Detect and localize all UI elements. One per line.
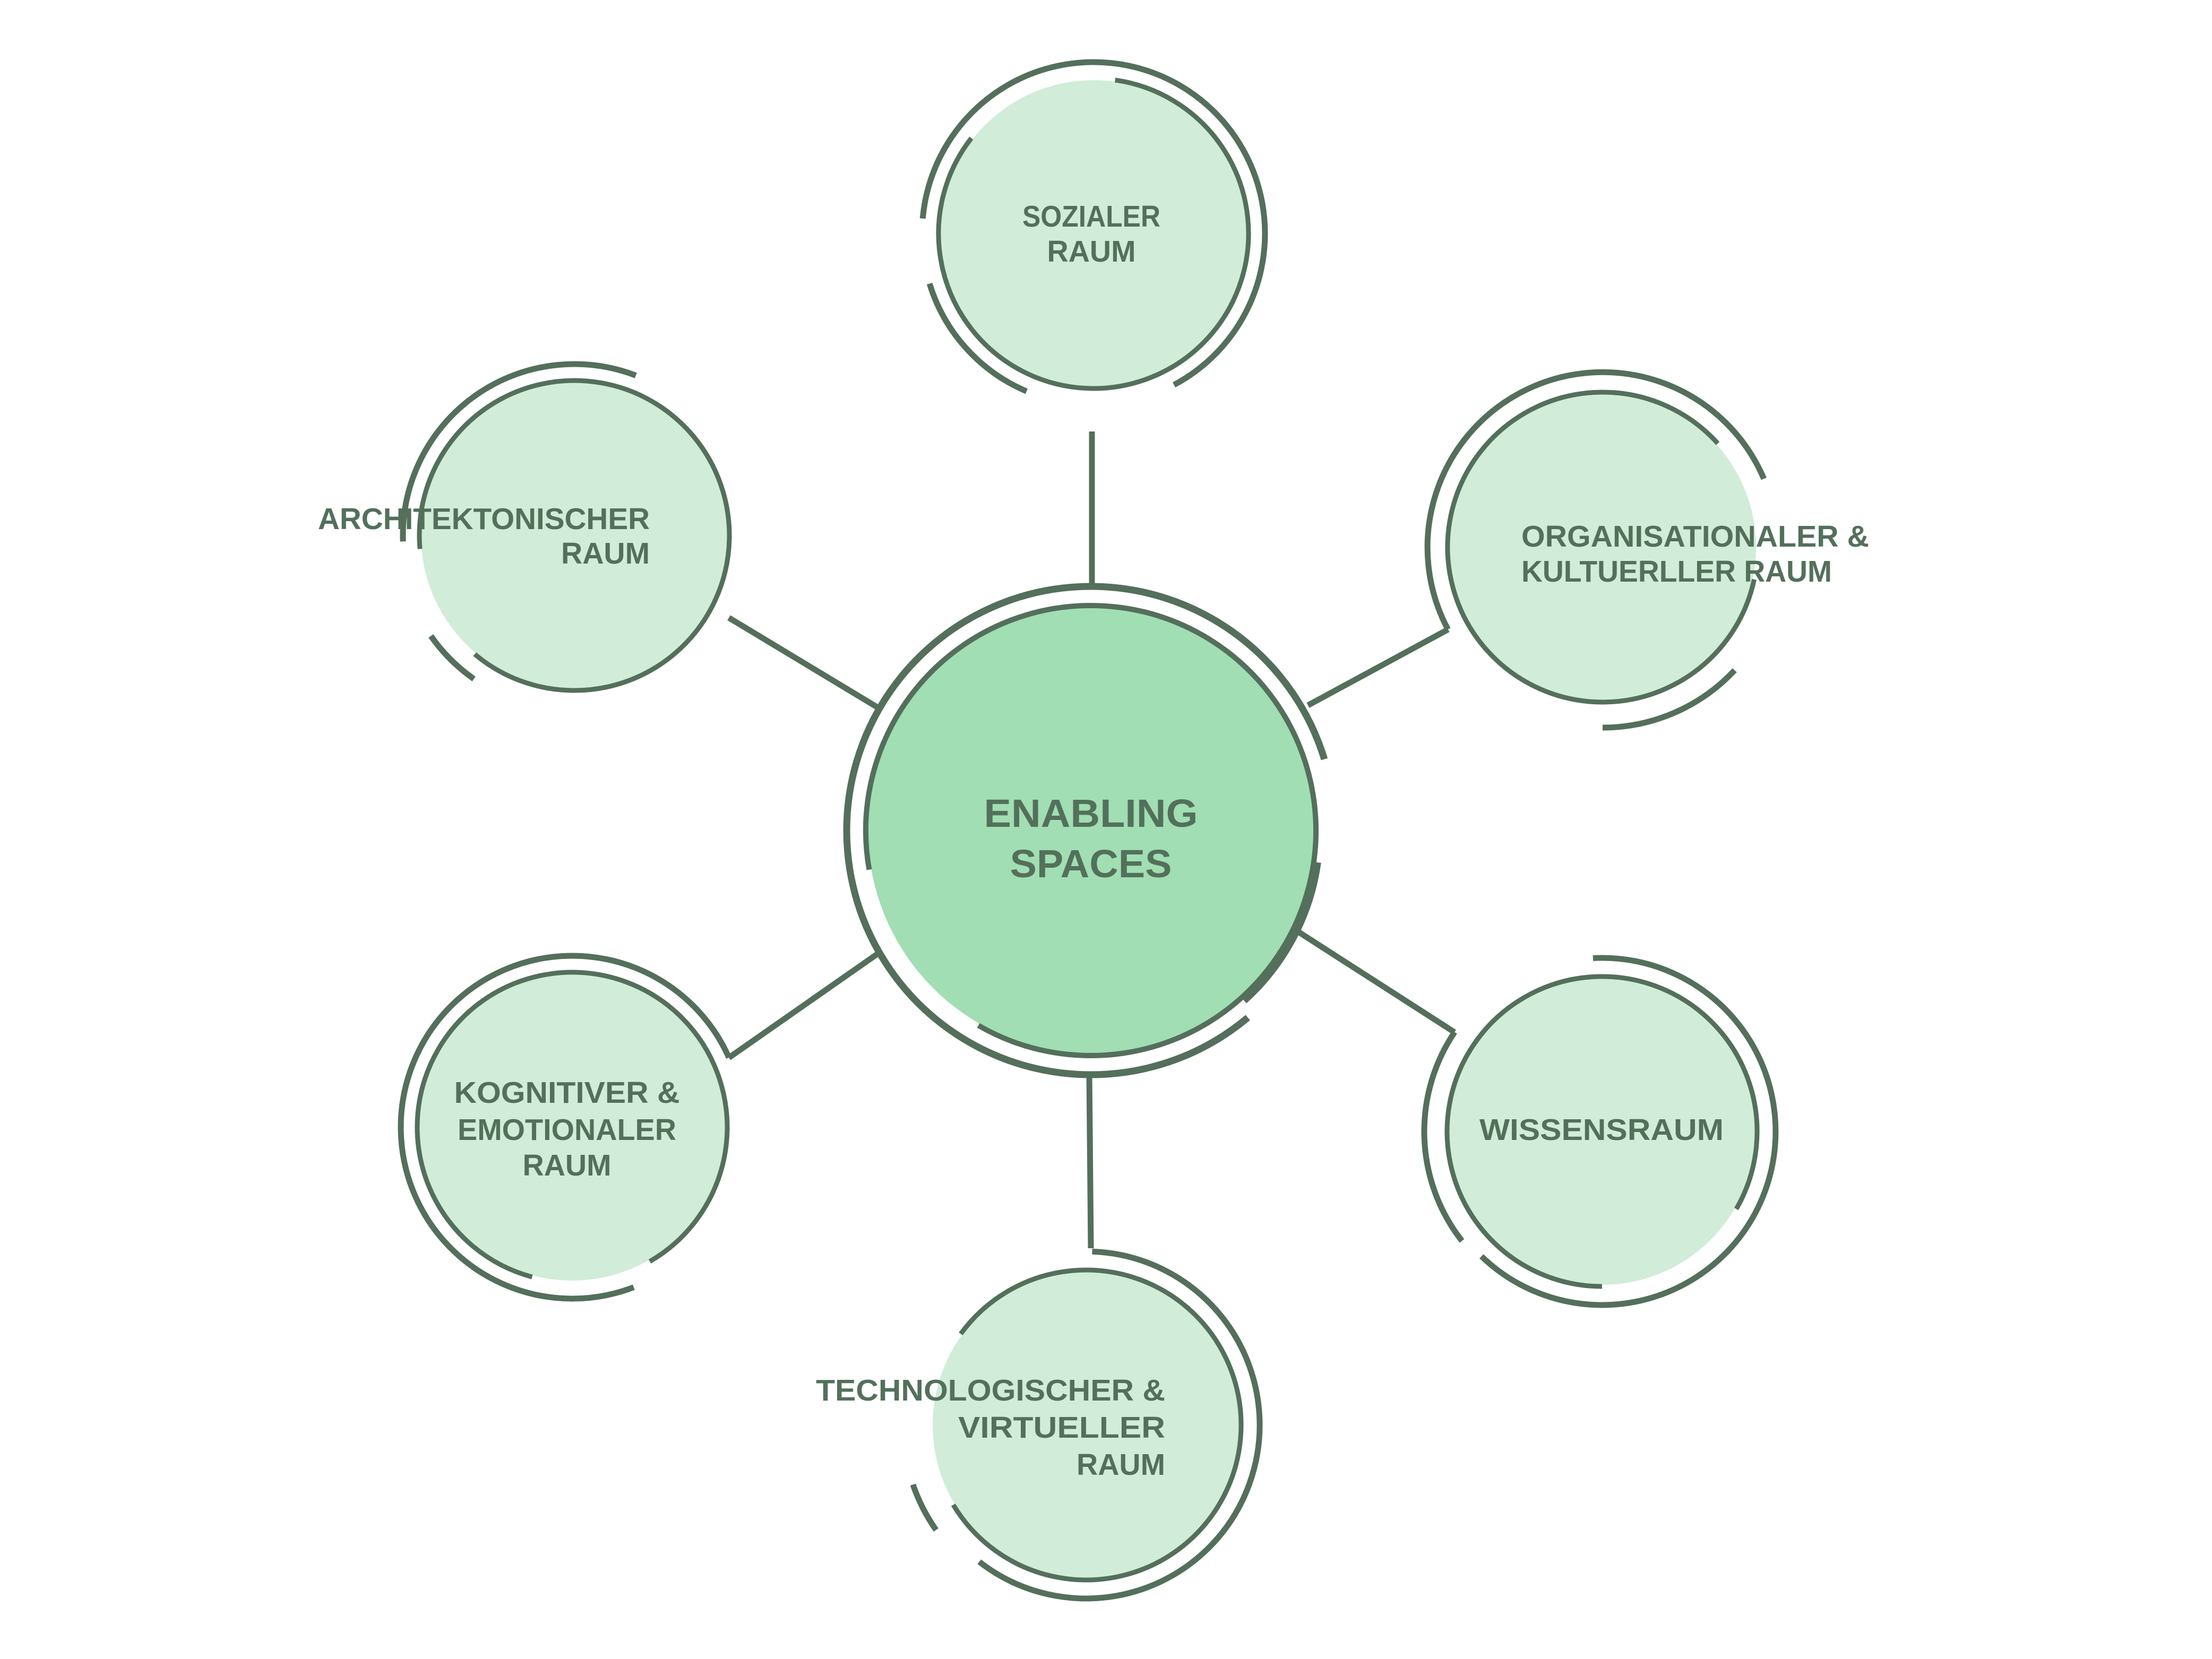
node-label-line: EMOTIONALER — [458, 1113, 676, 1147]
inner-arc-sozialer-raum — [936, 77, 1251, 391]
inner-arc-organisationaler-kultuerller-raum — [1445, 390, 1757, 705]
node-label-line: RAUM — [561, 537, 650, 571]
node-label-line: RAUM — [523, 1148, 612, 1182]
outer-arc-segment-technologischer-virtueller-raum — [910, 1483, 939, 1532]
outer-arc-segment-architektonischer-raum — [428, 634, 476, 681]
node-label-line: ENABLING — [984, 791, 1198, 835]
node-fill-enabling-spaces — [868, 608, 1314, 1053]
node-label-line: VIRTUELLER — [958, 1411, 1165, 1445]
outer-arc-segment-wissensraum — [1479, 955, 1779, 1308]
node-label-line: WISSENSRAUM — [1479, 1113, 1724, 1147]
outer-arc-sozialer-raum — [919, 59, 1268, 388]
node-label-line: RAUM — [1047, 235, 1136, 269]
node-label-enabling-spaces: ENABLING SPACES — [984, 791, 1198, 886]
node-fill-sozialer-raum — [940, 80, 1247, 387]
node-enabling-spaces: ENABLING SPACES — [843, 583, 1328, 1078]
outer-ring-enabling-spaces — [843, 583, 1328, 1078]
node-label-wissensraum: WISSENSRAUM — [1479, 1113, 1724, 1147]
connector-center-to-technologischer-raum — [1086, 1074, 1094, 1249]
inner-arc-technologischer-virtueller-raum — [951, 1267, 1244, 1583]
outer-arc-technologischer-virtueller-raum — [977, 1248, 1263, 1602]
outer-arc-kognitiver-emotionaler-raum — [398, 953, 732, 1302]
connector-center-to-architektonischer-raum — [727, 615, 880, 711]
node-label-line: KOGNITIVER & — [454, 1076, 680, 1110]
node-fill-wissensraum — [1449, 978, 1755, 1285]
node-label-line: ARCHITEKTONISCHER — [318, 502, 650, 536]
outer-arc-segment-sozialer-raum — [926, 282, 1028, 394]
connector-center-to-organisationaler-raum — [1306, 627, 1450, 708]
outer-ring-segment-enabling-spaces — [1242, 862, 1321, 1004]
node-label-line: TECHNOLOGISCHER & — [816, 1373, 1165, 1407]
node-fill-kognitiver-emotionaler-raum — [419, 974, 726, 1281]
node-label-organisationaler-kultuerller-raum: ORGANISATIONALER &KULTUERLLER RAUM — [1521, 520, 1869, 589]
node-label-line: SOZIALER — [1022, 200, 1160, 234]
inner-arc-enabling-spaces — [863, 603, 1319, 1058]
outer-arc-architektonischer-raum — [400, 361, 637, 542]
node-label-line: SPACES — [1010, 842, 1172, 886]
outer-arc-wissensraum — [1421, 1030, 1465, 1243]
node-label-line: KULTUERLLER RAUM — [1521, 555, 1832, 589]
node-label-line: ORGANISATIONALER & — [1521, 520, 1869, 554]
outer-arc-segment-organisationaler-kultuerller-raum — [1602, 668, 1737, 731]
node-fill-architektonischer-raum — [421, 382, 728, 689]
connector-center-to-kognitiver-raum — [727, 951, 881, 1060]
inner-arc-kognitiver-emotionaler-raum — [415, 970, 730, 1280]
node-fill-technologischer-virtueller-raum — [933, 1272, 1240, 1578]
node-wissensraum: WISSENSRAUM — [1421, 955, 1779, 1308]
outer-arc-organisationaler-kultuerller-raum — [1424, 369, 1767, 631]
inner-arc-wissensraum — [1444, 974, 1760, 1289]
inner-arc-architektonischer-raum — [417, 378, 732, 693]
node-label-line: RAUM — [1077, 1448, 1165, 1482]
node-fill-organisationaler-kultuerller-raum — [1449, 394, 1756, 701]
connector-center-to-wissensraum — [1295, 928, 1456, 1035]
node-organisationaler-kultuerller-raum: ORGANISATIONALER &KULTUERLLER RAUM — [1424, 369, 1869, 731]
